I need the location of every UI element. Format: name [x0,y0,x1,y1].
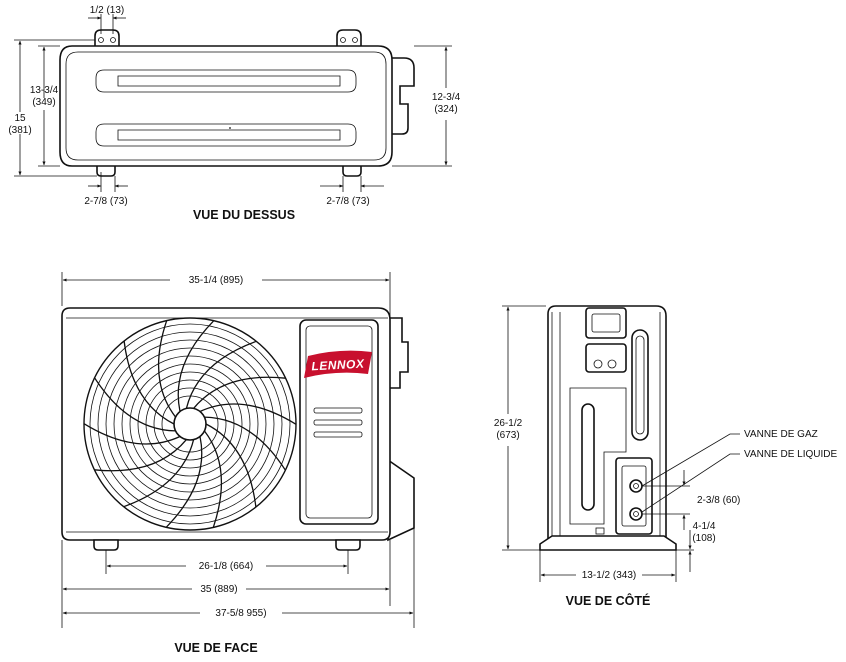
dim-inner-depth-mm: (349) [32,97,55,108]
top-grille-slot-upper [95,69,357,93]
liquid-valve [629,507,643,521]
front-view: LENNOX 35-1/4 (895) 26-1/8 (664) 35 (889… [61,272,415,655]
dim-right-depth-mm: (324) [434,104,457,115]
dim-overall-width: 37-5/8 955) [215,608,266,619]
panel-vent-2 [313,419,363,426]
dim-width-top: 35-1/4 (895) [189,275,243,286]
dim-valve-spacing: 2-3/8 (60) [697,495,740,506]
dim-height-in: 26-1/2 [494,418,523,429]
dim-bracket-width: 1/2 (13) [90,5,124,16]
fan-blade-line [123,340,175,425]
side-view: VANNE DE GAZ VANNE DE LIQUIDE 2-3/8 (60)… [494,305,837,608]
side-view-plug-cover [585,343,627,373]
dim-valve-height-in: 4-1/4 [693,521,716,532]
front-view-foot-right [335,539,361,551]
fan-blade-line [199,403,297,425]
dim-total-depth-mm: (381) [8,125,31,136]
dim-left-offset: 2-7/8 (73) [84,196,127,207]
dim-depth: 13-1/2 (343) [582,570,636,581]
fan-blade-line [94,439,187,472]
top-view: 1/2 (13) 13-3/4 (349) 15 (381) 12-3/4 (3… [8,5,460,222]
dim-right-depth-in: 12-3/4 [432,92,461,103]
top-view-title: VUE DU DESSUS [193,208,295,222]
fan-blade-line [205,423,257,508]
fan-blade-line [83,423,181,445]
dim-feet-span: 26-1/8 (664) [199,561,253,572]
fan-grille [83,317,297,531]
top-grille-slot-lower [95,123,357,147]
dim-valve-height-mm: (108) [692,533,715,544]
dim-base-width: 35 (889) [200,584,237,595]
front-view-side-box [387,317,409,389]
front-panel [299,319,379,525]
fan-blade-line [165,436,203,528]
fan-blade-line [204,416,286,471]
side-view-vent-right [631,329,649,441]
front-view-foot-left [93,539,119,551]
fan-blade-line [193,376,286,409]
front-view-title: VUE DE FACE [174,641,257,655]
fan-blade-line [203,430,222,528]
top-view-body [59,45,393,167]
fan-blade-line [185,340,257,409]
dim-height-mm: (673) [496,430,519,441]
fan-blade-line [123,439,195,508]
svg-text:LENNOX: LENNOX [311,357,365,374]
label-gas-valve: VANNE DE GAZ [744,429,818,440]
fan-blade-line [94,377,176,432]
lennox-logo: LENNOX [304,350,372,378]
dim-right-offset: 2-7/8 (73) [326,196,369,207]
gas-valve [629,479,643,493]
side-view-base [539,535,677,551]
fan-blade-line [158,320,177,418]
side-view-vent-left [581,403,595,511]
side-view-handle [585,307,627,339]
front-view-side-panel [387,458,415,542]
label-liquid-valve: VANNE DE LIQUIDE [744,449,837,460]
panel-vent-1 [313,407,363,414]
dim-inner-depth-in: 13-3/4 [30,85,59,96]
side-view-title: VUE DE CÔTÉ [566,593,651,608]
fan-hub [173,407,207,441]
fan-blade-line [177,320,215,412]
panel-vent-3 [313,431,363,438]
dim-total-depth-in: 15 [14,113,26,124]
valve-housing [615,457,653,535]
top-view-bracket-right [336,29,362,49]
